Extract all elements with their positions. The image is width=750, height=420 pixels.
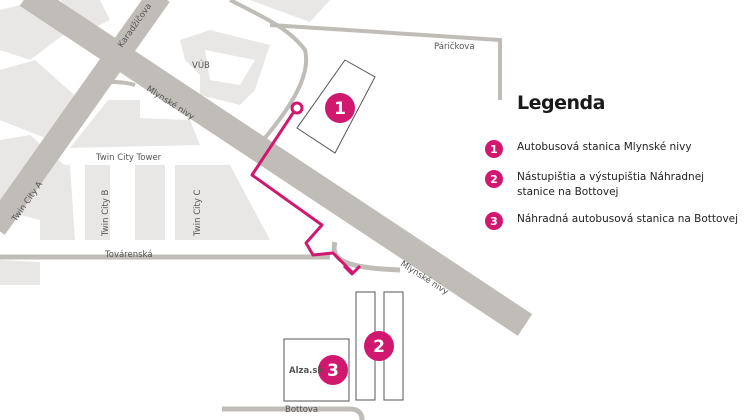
station-1-outline — [296, 59, 376, 154]
legend: Legenda 1 Autobusová stanica Mlynské niv… — [484, 92, 744, 230]
legend-marker-3: 3 — [485, 212, 503, 230]
legend-item: 2 Nástupištia a výstupištia Náhradnej st… — [484, 170, 744, 200]
walking-route — [250, 101, 362, 276]
marker-1-label: 1 — [334, 99, 346, 119]
label-twin-city-b: Twin City B — [101, 189, 111, 237]
label-vub: VÚB — [192, 59, 210, 71]
legend-item: 1 Autobusová stanica Mlynské nivy — [484, 140, 744, 158]
legend-text: Nástupištia a výstupištia Náhradnej stan… — [517, 171, 705, 198]
legend-title: Legenda — [517, 92, 605, 114]
legend-marker-1: 1 — [485, 140, 503, 158]
legend-text: Náhradná autobusová stanica na Bottovej — [517, 213, 739, 225]
label-twin-city-tower: Twin City Tower — [95, 153, 162, 163]
marker-2 — [364, 331, 394, 361]
label-bottova: Bottova — [285, 405, 318, 415]
legend-marker-2: 2 — [485, 170, 503, 188]
marker-2-label: 2 — [373, 337, 385, 357]
marker-1 — [325, 93, 355, 123]
alza-outline — [283, 338, 350, 402]
label-alza: Alza.sk — [289, 366, 323, 376]
road-karadzicova — [0, 0, 170, 235]
marker-3 — [318, 355, 348, 385]
roads — [0, 0, 533, 420]
label-twin-city-c: Twin City C — [193, 189, 203, 237]
road-parickova — [269, 23, 502, 100]
road-bottova — [222, 406, 365, 420]
buildings — [0, 0, 330, 285]
legend-text: Autobusová stanica Mlynské nivy — [517, 141, 692, 153]
map-markers[interactable]: 1 2 3 — [318, 93, 394, 385]
legend-item: 3 Náhradná autobusová stanica na Bottove… — [484, 212, 744, 230]
label-parickova: Páričkova — [434, 41, 475, 52]
label-tovarenska: Továrenská — [104, 250, 153, 260]
marker-3-label: 3 — [327, 361, 339, 381]
